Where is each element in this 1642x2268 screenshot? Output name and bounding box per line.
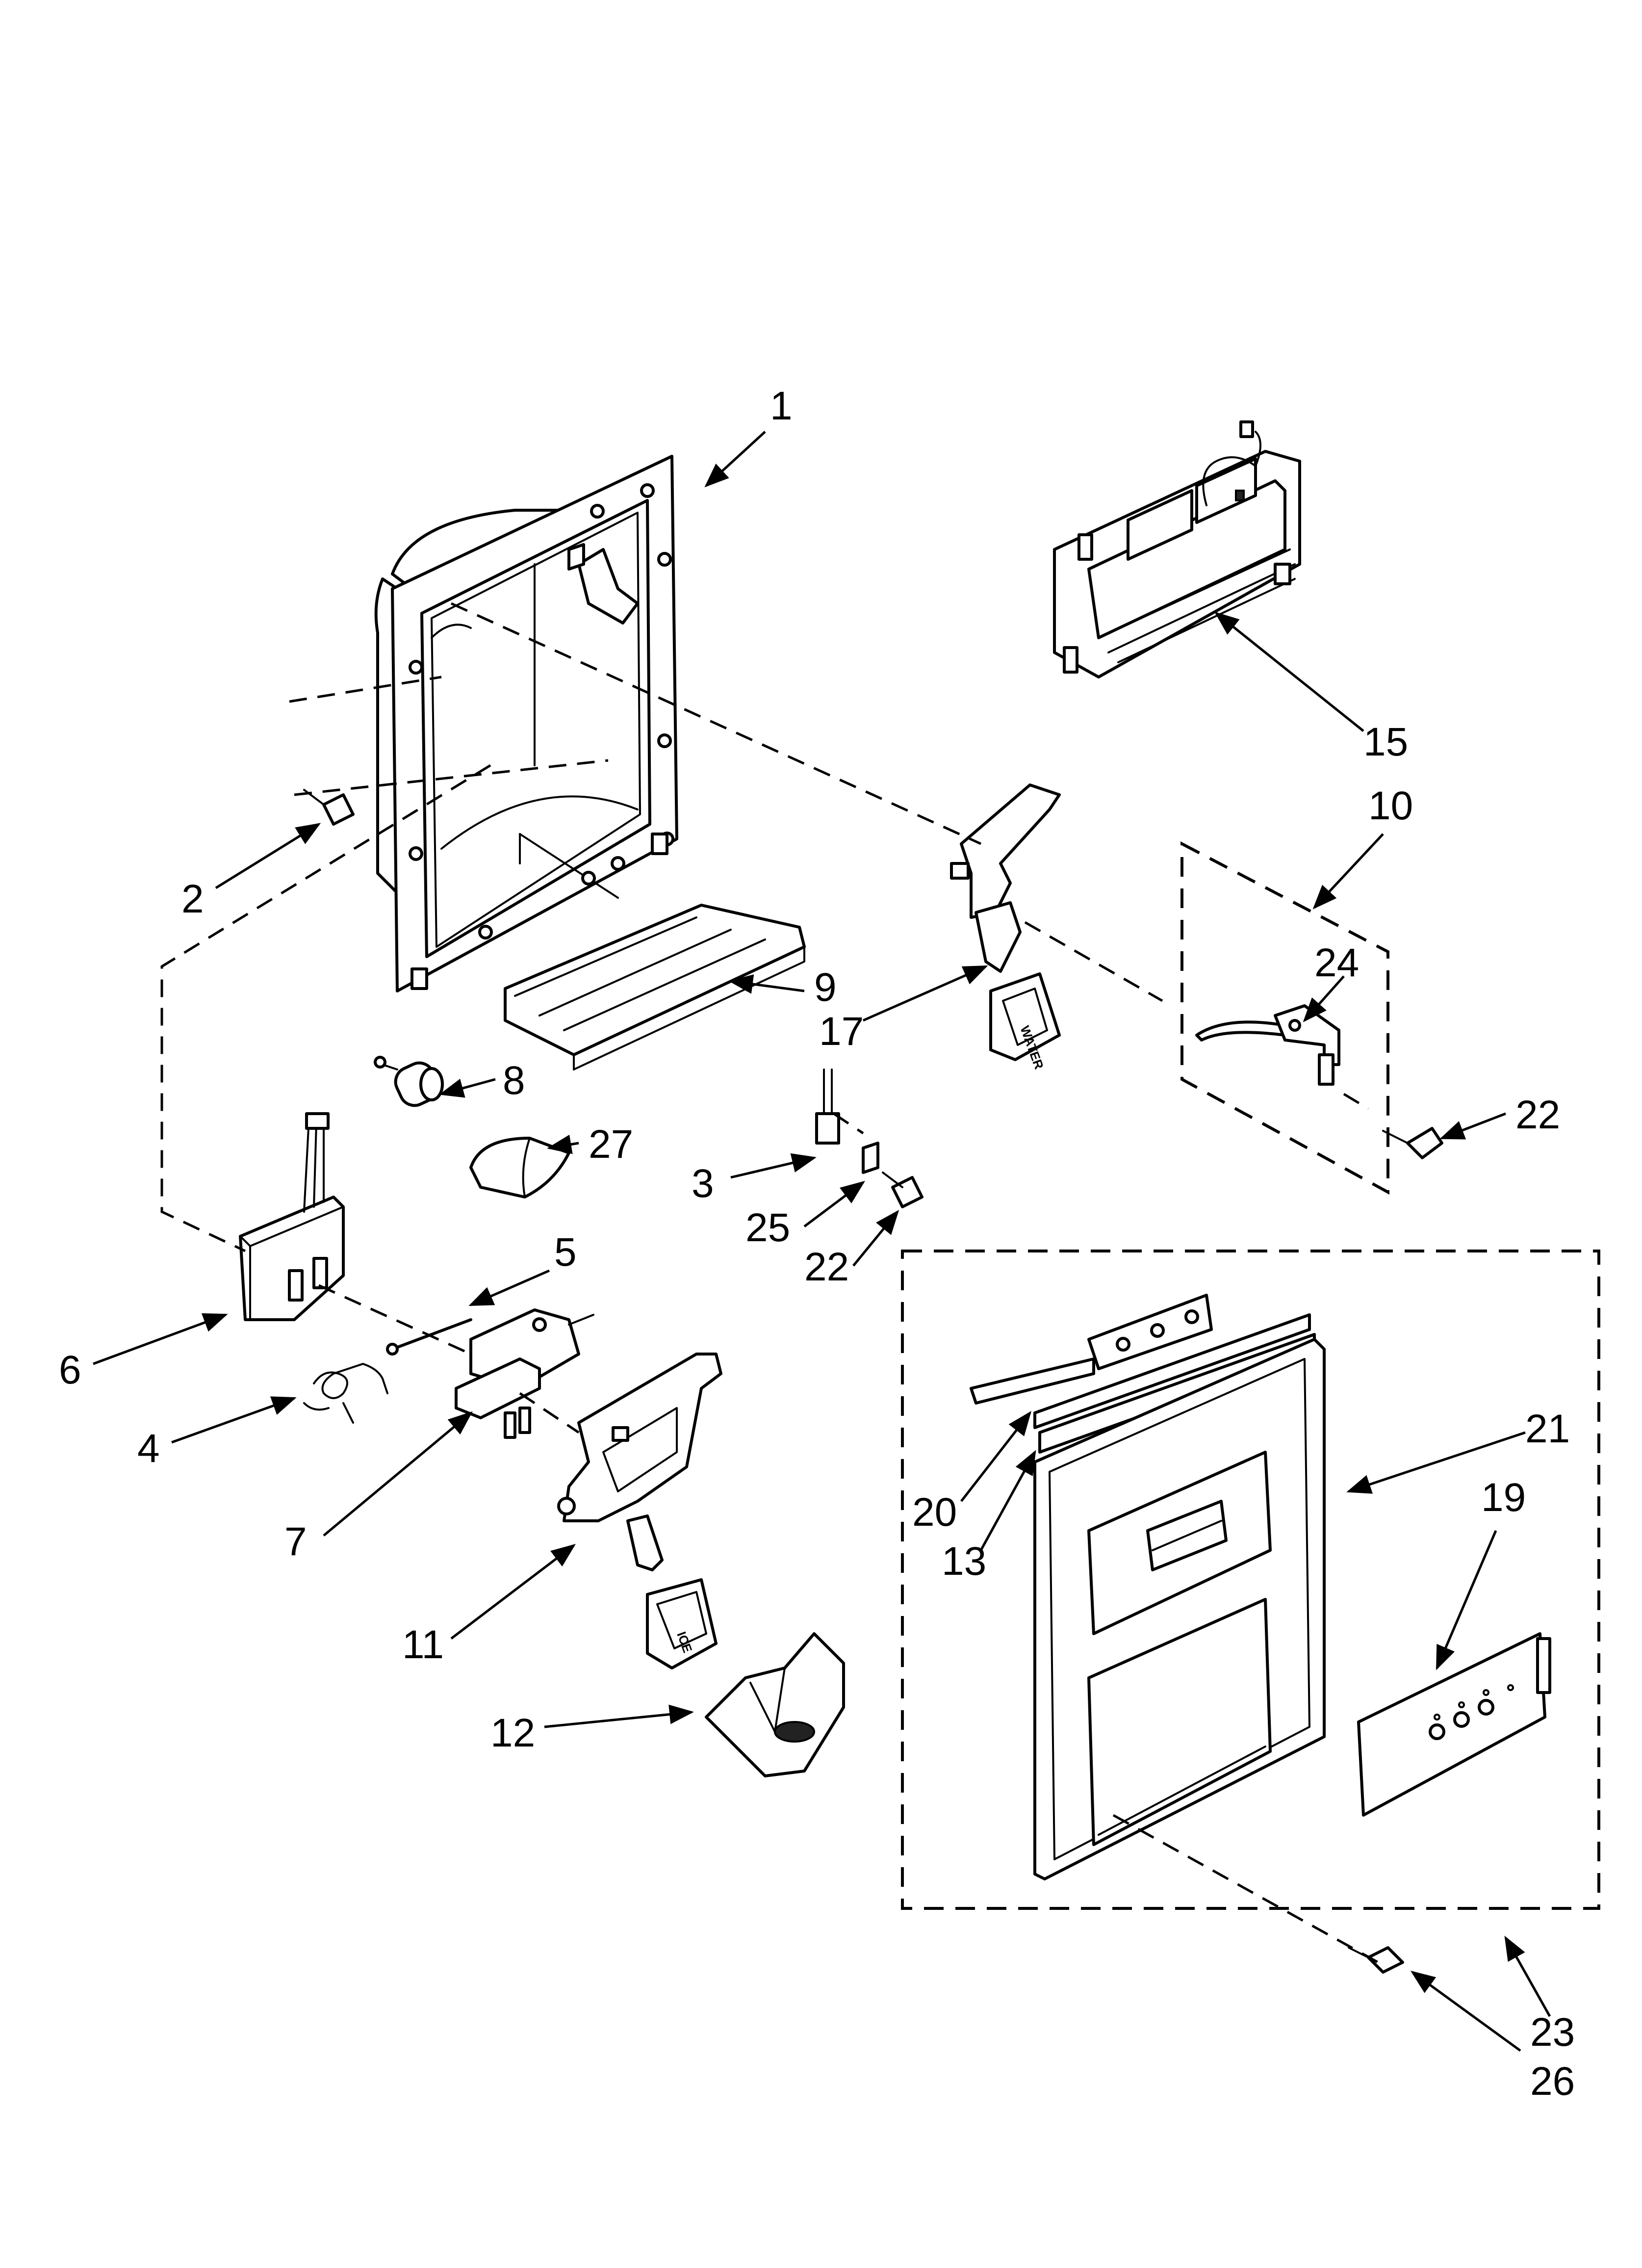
- callout-1: 1: [770, 384, 793, 428]
- part-9-drip-tray: [504, 904, 806, 1070]
- callout-15: 15: [1363, 720, 1408, 764]
- callout-8: 8: [503, 1058, 525, 1103]
- part-3-switch: [815, 1069, 840, 1145]
- callout-22-center: 22: [804, 1245, 849, 1289]
- part-22-screw-upper: [1382, 1127, 1443, 1159]
- alignment-lines: [160, 602, 1379, 1964]
- part-21-front-panel: [1033, 1338, 1326, 1880]
- part-19-control-overlay: [1357, 1632, 1551, 1817]
- callout-numbers: 1 15 10 2 9 17 24 8 27 22 3 25 22 5 6 4 …: [59, 384, 1575, 2104]
- callout-5: 5: [554, 1230, 577, 1275]
- callout-6: 6: [59, 1348, 81, 1392]
- part-1-dispenser-housing: [374, 455, 678, 992]
- part-membrane-strip: [1033, 1313, 1311, 1429]
- callout-17: 17: [819, 1009, 864, 1054]
- part-12-ice-chute: [705, 1632, 845, 1777]
- callout-19: 19: [1481, 1475, 1526, 1520]
- part-24-valve: [1195, 1004, 1340, 1086]
- callout-20: 20: [912, 1490, 957, 1535]
- callout-10: 10: [1368, 783, 1413, 828]
- part-5-pin: [386, 1318, 472, 1356]
- callout-9: 9: [814, 965, 837, 1010]
- assembly-23-outline: [901, 1250, 1600, 1910]
- callout-3: 3: [692, 1161, 714, 1206]
- callout-2: 2: [181, 877, 204, 921]
- callout-24: 24: [1314, 940, 1359, 985]
- callout-7: 7: [284, 1519, 307, 1564]
- part-2-screw: [303, 789, 355, 826]
- part-11-ice-actuator: ICE: [557, 1353, 722, 1669]
- part-8-solenoid-plunger: [374, 1056, 444, 1107]
- callout-23: 23: [1530, 2010, 1575, 2055]
- callout-26: 26: [1530, 2059, 1575, 2104]
- part-6-solenoid: [239, 1112, 345, 1321]
- callout-22-right: 22: [1515, 1093, 1560, 1137]
- callout-12: 12: [490, 1711, 535, 1755]
- callout-21: 21: [1525, 1407, 1570, 1451]
- callout-4: 4: [137, 1426, 160, 1471]
- callout-13: 13: [942, 1539, 986, 1584]
- callout-27: 27: [589, 1122, 633, 1167]
- part-15-control-bracket: [1053, 420, 1301, 678]
- part-20-ribbon-cable: [970, 1357, 1095, 1405]
- part-22-screw-lower: [882, 1172, 924, 1208]
- part-25-insulator: [862, 1142, 879, 1174]
- callout-25: 25: [745, 1205, 790, 1250]
- callout-leaders: [93, 431, 1551, 2052]
- part-control-board: [1087, 1294, 1213, 1370]
- callout-11: 11: [402, 1622, 444, 1667]
- part-17-water-actuator: WATER: [950, 783, 1061, 1071]
- part-4-spring: [303, 1363, 388, 1424]
- part-7-lever-bracket: [455, 1308, 594, 1439]
- assembly-10-outline: [1180, 841, 1389, 1195]
